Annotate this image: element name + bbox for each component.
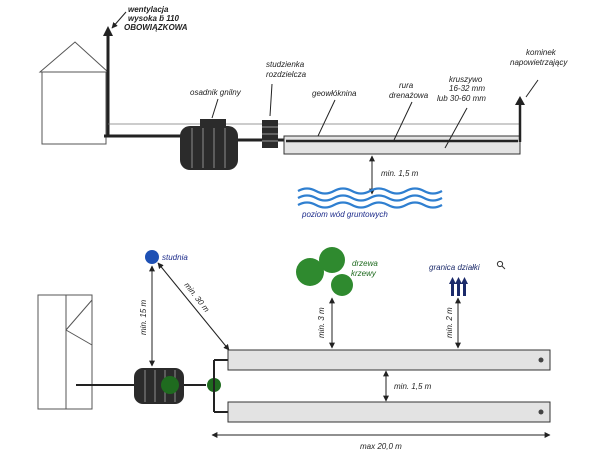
max-length-label: max 20,0 m (360, 442, 402, 451)
studzienka-pointer (269, 83, 273, 117)
wentylacja-label: wentylacja (128, 5, 169, 14)
granica-label: granica działki (429, 263, 480, 272)
distribution-box-icon (238, 120, 286, 148)
wentylacja-label-2: wysoka ḃ 110 (128, 14, 180, 23)
property-boundary-icon (449, 277, 468, 296)
groundwater-label: poziom wód gruntowych (301, 210, 388, 219)
rura-label: rura (399, 81, 414, 90)
min2-label: min. 2 m (445, 307, 454, 338)
trees-icon (296, 247, 353, 296)
geowloknina-pointer (317, 99, 336, 137)
studnia-label: studnia (162, 253, 188, 262)
kominek-label: kominek (526, 48, 557, 57)
wentylacja-pointer (111, 11, 127, 29)
geowloknina-label: geowłóknina (312, 89, 357, 98)
house-plan-icon (37, 294, 93, 410)
spacing-label: min. 1,5 m (394, 382, 432, 391)
rura-label-2: drenażowa (389, 91, 429, 100)
drain-line-upper (227, 349, 551, 371)
well-icon (145, 250, 159, 264)
min3-label: min. 3 m (317, 307, 326, 338)
zoom-icon[interactable] (496, 260, 506, 270)
septic-tank-icon (180, 119, 238, 170)
osadnik-pointer (211, 98, 219, 119)
aeration-vent (515, 96, 525, 142)
kominek-pointer (525, 79, 539, 98)
house-icon (38, 41, 110, 145)
wentylacja-label-3: OBOWIĄZKOWA (124, 23, 188, 32)
osadnik-label: osadnik gnilny (190, 88, 242, 97)
kruszywo-label-3: lub 30-60 mm (437, 94, 486, 103)
drzewa-label-2: krzewy (351, 269, 377, 278)
min15-label: min. 15 m (139, 300, 148, 335)
min30-arrow (157, 262, 230, 351)
drain-line-lower (227, 401, 551, 423)
kominek-label-2: napowietrzający (510, 58, 568, 67)
min30-label: min. 30 m (182, 281, 211, 314)
groundwater-icon (297, 187, 443, 209)
kruszywo-label-2: 16-32 mm (449, 84, 485, 93)
ventilation-pipe (103, 26, 182, 138)
kruszywo-label: kruszywo (449, 75, 483, 84)
septic-tank-plan-icon (76, 359, 228, 413)
studzienka-label-2: rozdzielcza (266, 70, 307, 79)
drzewa-label: drzewa (352, 259, 378, 268)
kruszywo-pointer (444, 107, 468, 149)
rura-pointer (393, 101, 413, 141)
studzienka-label: studzienka (266, 60, 305, 69)
depth-label: min. 1,5 m (381, 169, 419, 178)
drainage-bed (283, 135, 521, 155)
